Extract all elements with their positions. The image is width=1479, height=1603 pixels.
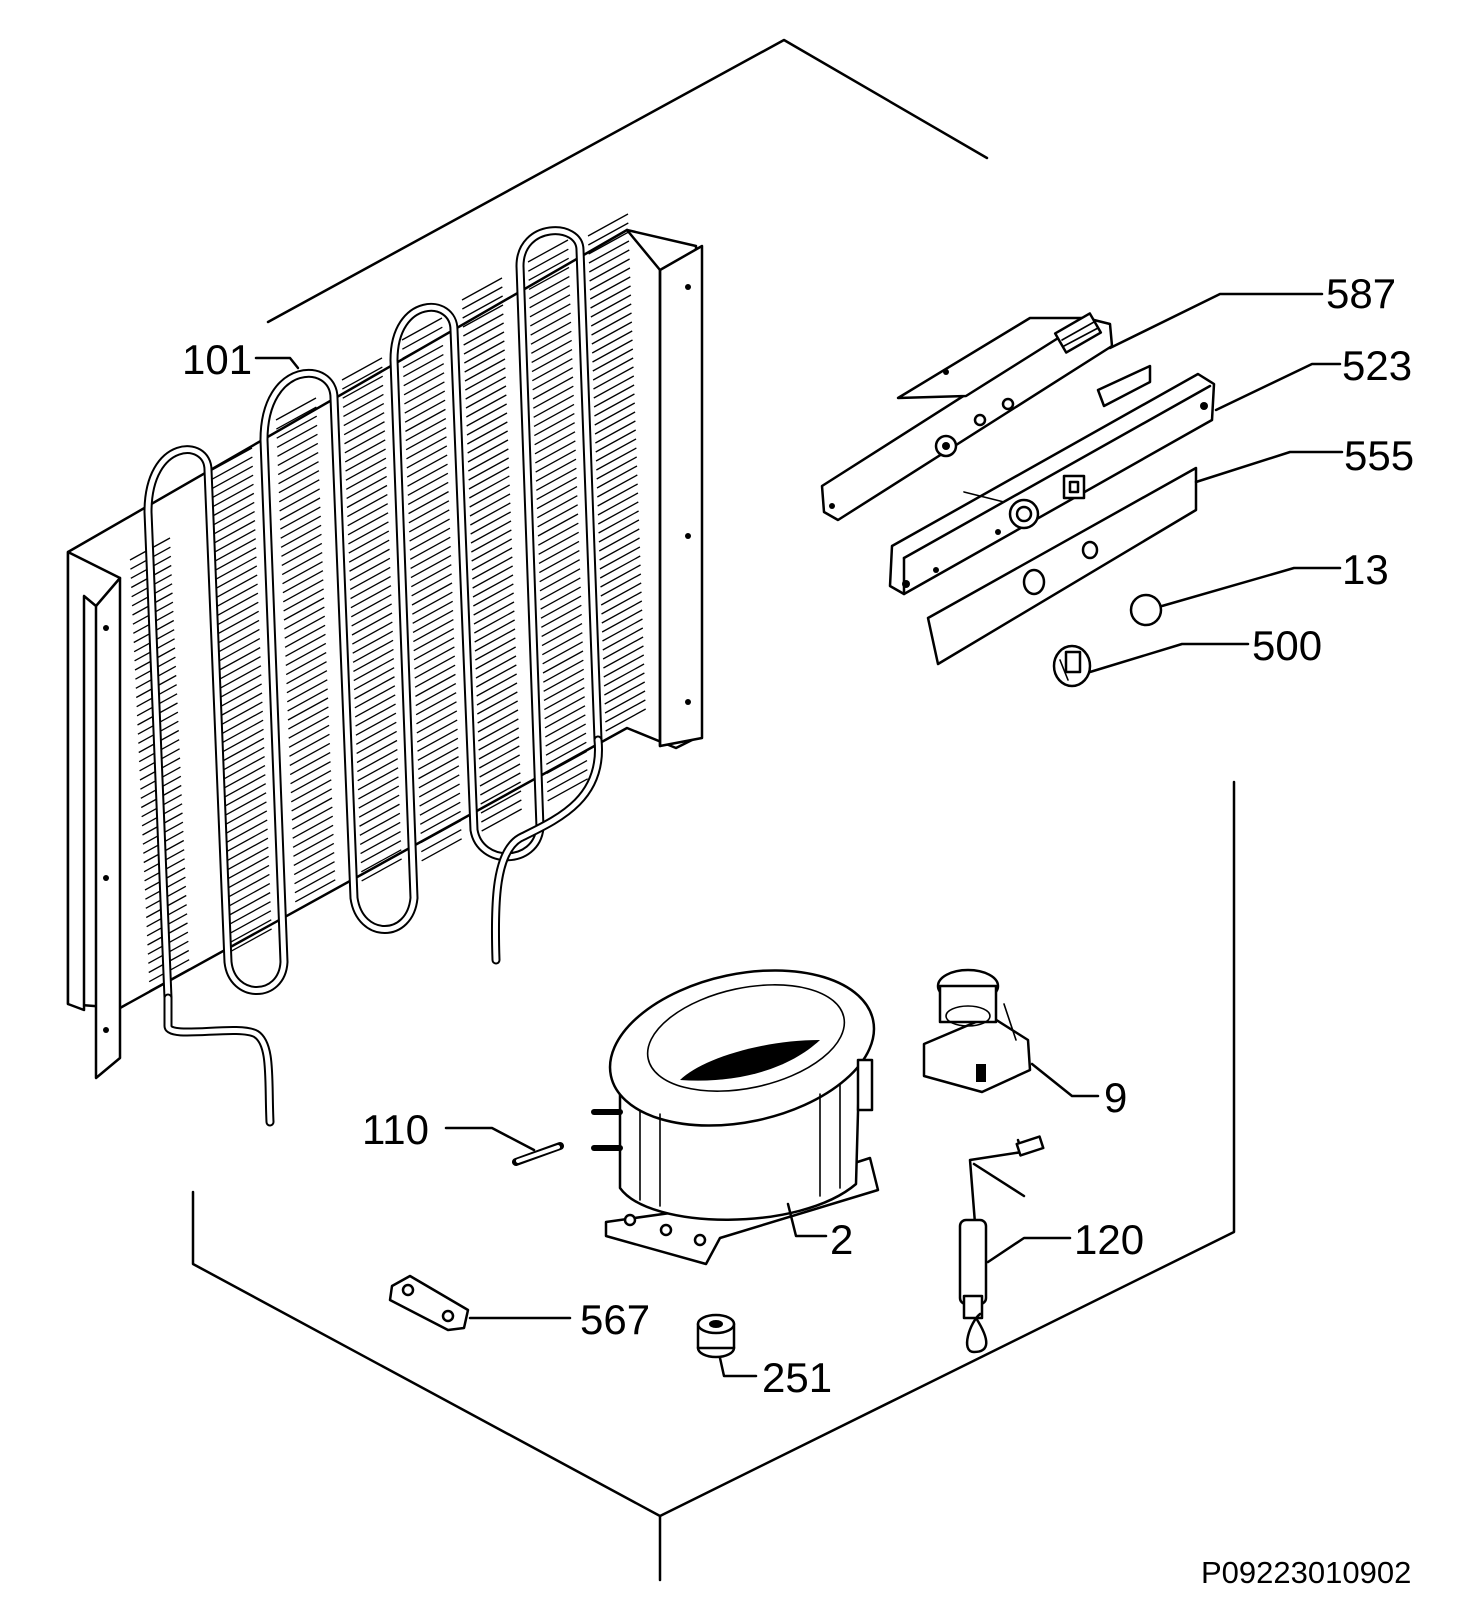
thermostat-knob xyxy=(1052,644,1092,688)
mounting-nut xyxy=(696,1313,736,1359)
label-9: 9 xyxy=(1104,1074,1127,1121)
label-523: 523 xyxy=(1342,342,1412,389)
label-2: 2 xyxy=(830,1216,853,1263)
label-500: 500 xyxy=(1252,622,1322,669)
leader-110 xyxy=(444,1126,536,1152)
connector-pin xyxy=(512,1142,564,1166)
label-110: 110 xyxy=(362,1106,429,1153)
label-120: 120 xyxy=(1074,1216,1144,1263)
mounting-bracket xyxy=(388,1274,470,1332)
leader-2 xyxy=(786,1202,828,1238)
filter-drier xyxy=(958,1135,1045,1354)
drawing-code: P09223010902 xyxy=(1201,1555,1411,1590)
label-555: 555 xyxy=(1344,432,1414,479)
compressor xyxy=(591,969,880,1266)
condenser xyxy=(66,213,704,1127)
thermostat-housing xyxy=(888,364,1216,596)
cover-panel xyxy=(926,466,1198,666)
start-relay xyxy=(922,968,1032,1094)
leader-120 xyxy=(986,1236,1072,1264)
cabinet-outline xyxy=(191,38,1236,1582)
label-13: 13 xyxy=(1342,546,1389,593)
label-587: 587 xyxy=(1326,270,1396,317)
leader-251 xyxy=(718,1356,758,1378)
label-251: 251 xyxy=(762,1354,832,1401)
thermostat-assembly: 587 523 555 13 xyxy=(820,270,1414,688)
condenser-tube xyxy=(143,226,603,1127)
label-101: 101 xyxy=(182,336,252,383)
leader-9 xyxy=(1030,1062,1100,1098)
label-567: 567 xyxy=(580,1296,650,1343)
lamp-bulb xyxy=(1129,593,1163,627)
